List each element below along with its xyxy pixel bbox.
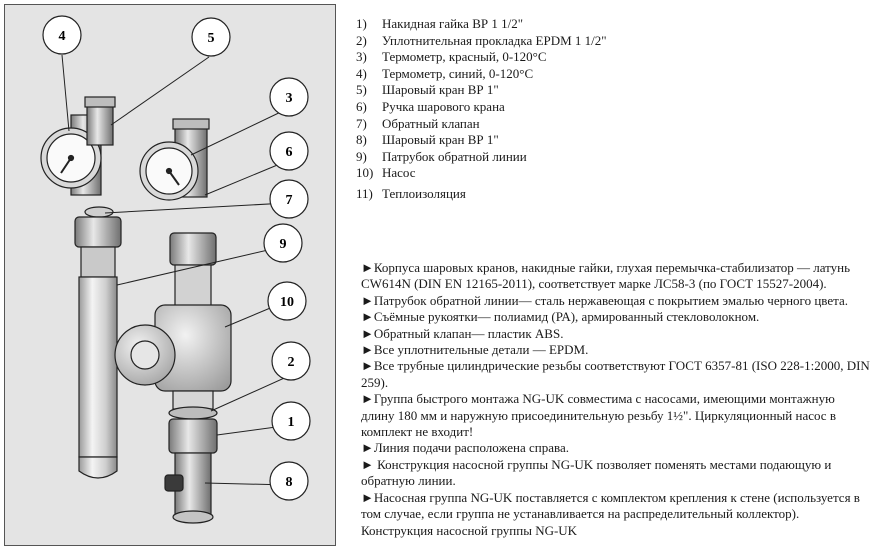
- svg-text:1: 1: [288, 415, 295, 430]
- callout-1: 1: [271, 401, 311, 441]
- part-item: 10)Насос: [356, 165, 416, 181]
- spec-notes: ►Корпуса шаровых кранов, накидные гайки,…: [361, 260, 871, 539]
- part-item: 11)Теплоизоляция: [356, 185, 466, 201]
- part-item: 1)Накидная гайка ВР 1 1/2": [356, 16, 524, 31]
- svg-text:7: 7: [286, 193, 293, 208]
- part-item: 7)Обратный клапан: [356, 115, 480, 131]
- callout-10: 10: [267, 281, 307, 321]
- part-item: 5)Шаровый кран ВР 1": [356, 82, 499, 98]
- parts-list: 1)Накидная гайка ВР 1 1/2" 2)Уплотнитель…: [356, 16, 876, 203]
- note-paragraph: ►Патрубок обратной линии— сталь нержавею…: [361, 292, 848, 308]
- svg-text:10: 10: [280, 295, 294, 310]
- note-paragraph: ►Съёмные рукоятки— полиамид (РА), армиро…: [361, 309, 760, 325]
- note-paragraph: ►Все уплотнительные детали — EPDM.: [361, 342, 589, 358]
- callouts: 4 5 3 6 7 9 10: [42, 15, 311, 501]
- note-paragraph: ►Насосная группа NG-UK поставляется с ко…: [361, 489, 860, 538]
- note-paragraph: ►Обратный клапан— пластик ABS.: [361, 325, 564, 341]
- callout-6: 6: [269, 131, 309, 171]
- part-item: 9)Патрубок обратной линии: [356, 148, 527, 164]
- callout-8: 8: [269, 461, 309, 501]
- callout-2: 2: [271, 341, 311, 381]
- note-paragraph: ►Линия подачи расположена справа.: [361, 440, 570, 456]
- part-item: 4)Термометр, синий, 0-120°С: [356, 65, 534, 81]
- note-paragraph: ►Группа быстрого монтажа NG-UK совместим…: [361, 391, 836, 440]
- svg-text:3: 3: [286, 91, 293, 106]
- callout-9: 9: [263, 223, 303, 263]
- part-item: 2)Уплотнительная прокладка EPDM 1 1/2": [356, 32, 607, 48]
- callout-4: 4: [42, 15, 82, 55]
- callout-5: 5: [191, 17, 231, 57]
- svg-text:9: 9: [280, 237, 287, 252]
- svg-text:4: 4: [59, 29, 66, 44]
- callout-7: 7: [269, 179, 309, 219]
- svg-text:6: 6: [286, 145, 293, 160]
- part-item: 6)Ручка шарового крана: [356, 98, 505, 114]
- note-paragraph: ► Конструкция насосной группы NG-UK позв…: [361, 456, 832, 489]
- supply-line: [114, 118, 232, 524]
- svg-text:2: 2: [288, 355, 295, 370]
- note-paragraph: ►Корпуса шаровых кранов, накидные гайки,…: [361, 260, 851, 292]
- svg-text:8: 8: [286, 475, 293, 490]
- assembly-diagram: 4 5 3 6 7 9 10: [4, 4, 336, 546]
- note-paragraph: ►Все трубные цилиндрические резьбы соотв…: [361, 358, 870, 390]
- callout-3: 3: [269, 77, 309, 117]
- part-item: 3)Термометр, красный, 0-120°С: [356, 49, 547, 65]
- part-item: 8)Шаровый кран ВР 1": [356, 132, 499, 148]
- return-line: [40, 96, 122, 479]
- svg-text:5: 5: [208, 31, 215, 46]
